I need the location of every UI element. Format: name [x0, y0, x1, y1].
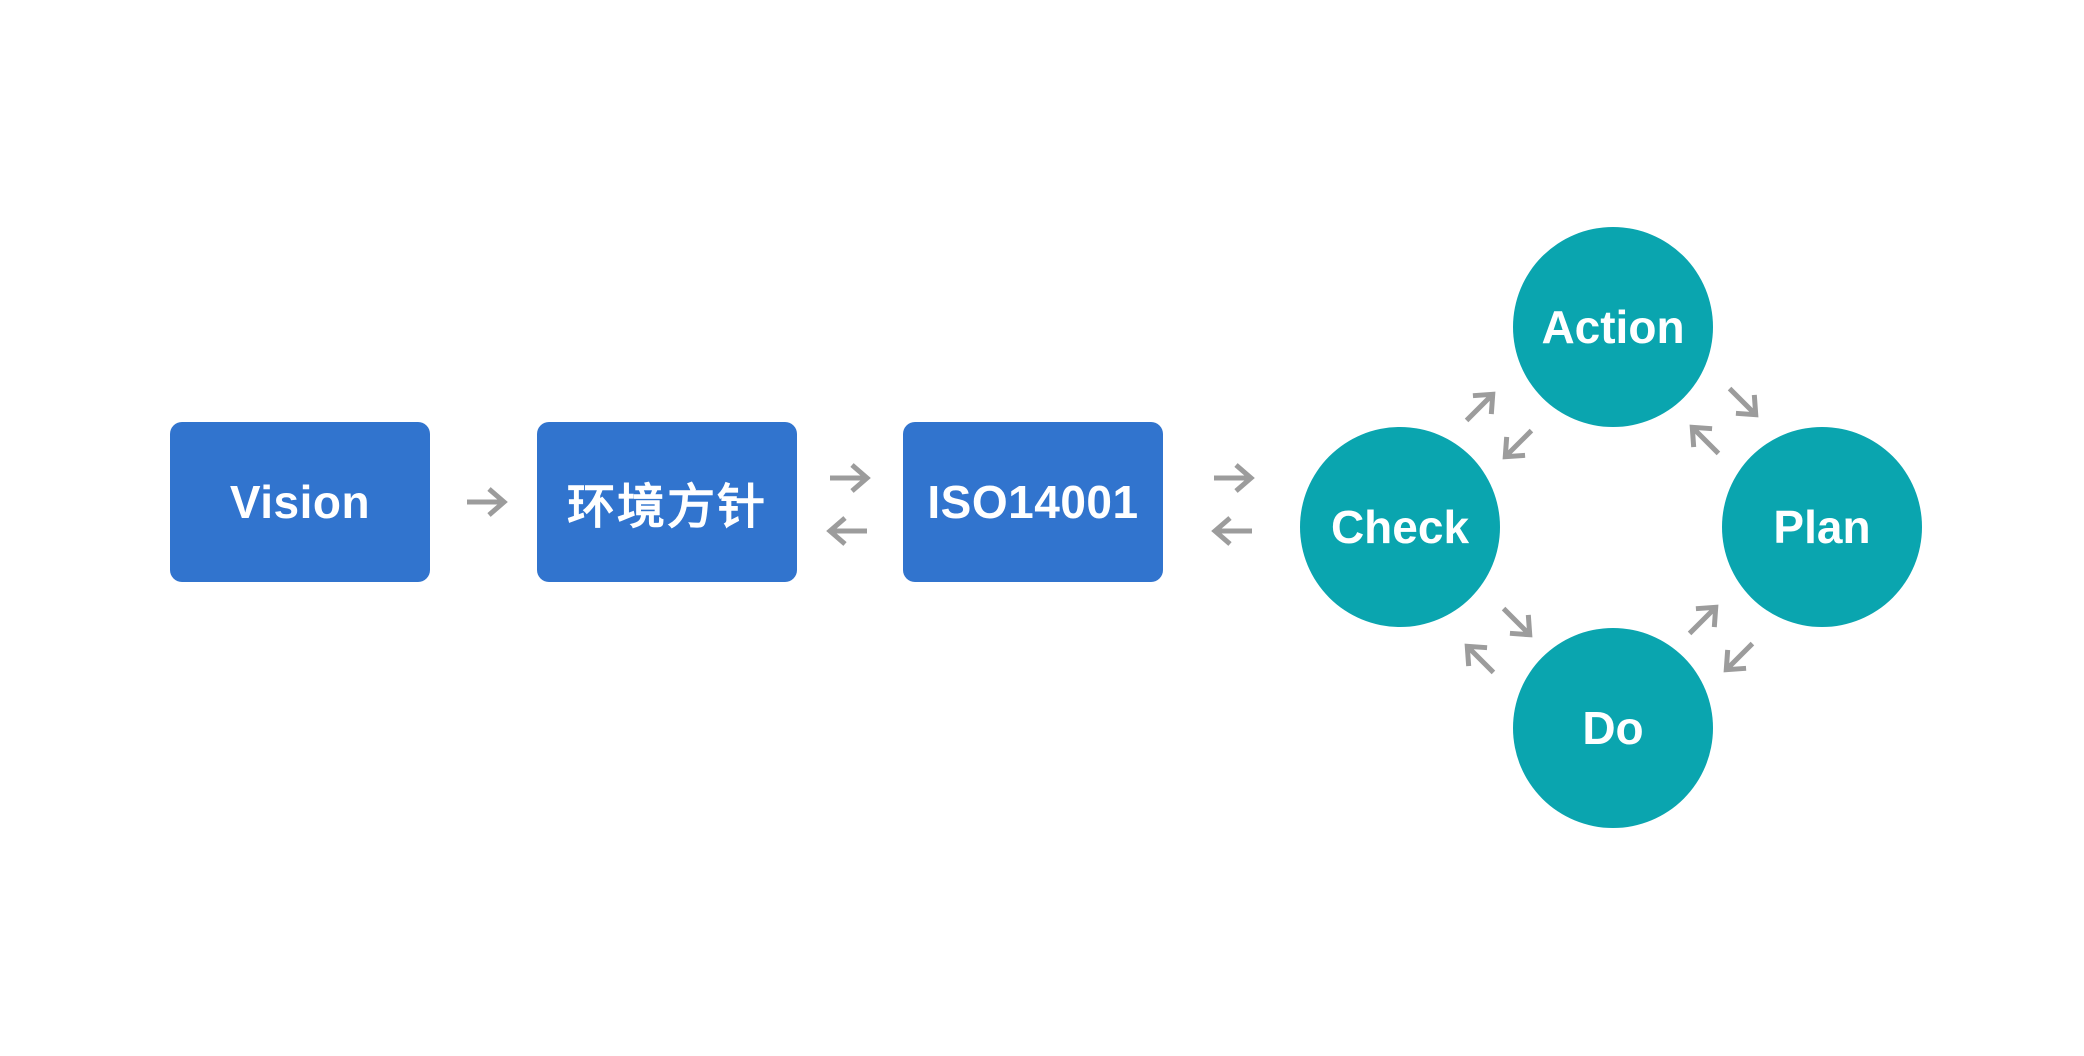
cycle-node-check-label: Check — [1330, 501, 1470, 553]
arrow-up-right-icon — [1687, 604, 1719, 636]
arrow-up-left-icon — [1464, 643, 1496, 675]
arrow-down-left-icon — [1723, 641, 1755, 673]
flow-box-vision-label: Vision — [229, 476, 371, 528]
cycle-node-plan-label: Plan — [1773, 501, 1871, 553]
arrow-right-icon — [467, 487, 508, 517]
arrow-right-icon — [830, 463, 871, 493]
flow-box-environment-policy: 环境方针 — [537, 422, 797, 582]
arrow-down-left-icon — [1502, 428, 1534, 460]
cycle-node-action: Action — [1513, 227, 1713, 427]
cycle-node-do: Do — [1513, 628, 1713, 828]
flow-box-vision: Vision — [170, 422, 430, 582]
arrow-right-icon — [1214, 463, 1255, 493]
arrow-down-right-icon — [1727, 386, 1759, 418]
flow-box-environment-policy-label: 环境方针 — [566, 481, 767, 534]
arrow-left-icon — [826, 516, 867, 546]
arrow-up-left-icon — [1689, 424, 1721, 456]
cycle-node-action-label: Action — [1541, 301, 1685, 353]
flow-box-iso14001: ISO14001 — [903, 422, 1163, 582]
arrow-left-icon — [1211, 516, 1252, 546]
cycle-node-plan: Plan — [1722, 427, 1922, 627]
flow-box-iso14001-label: ISO14001 — [927, 476, 1139, 528]
cycle-node-do-label: Do — [1582, 702, 1644, 754]
cycle-node-check: Check — [1300, 427, 1500, 627]
arrow-up-right-icon — [1464, 391, 1496, 423]
arrow-down-right-icon — [1501, 606, 1533, 638]
